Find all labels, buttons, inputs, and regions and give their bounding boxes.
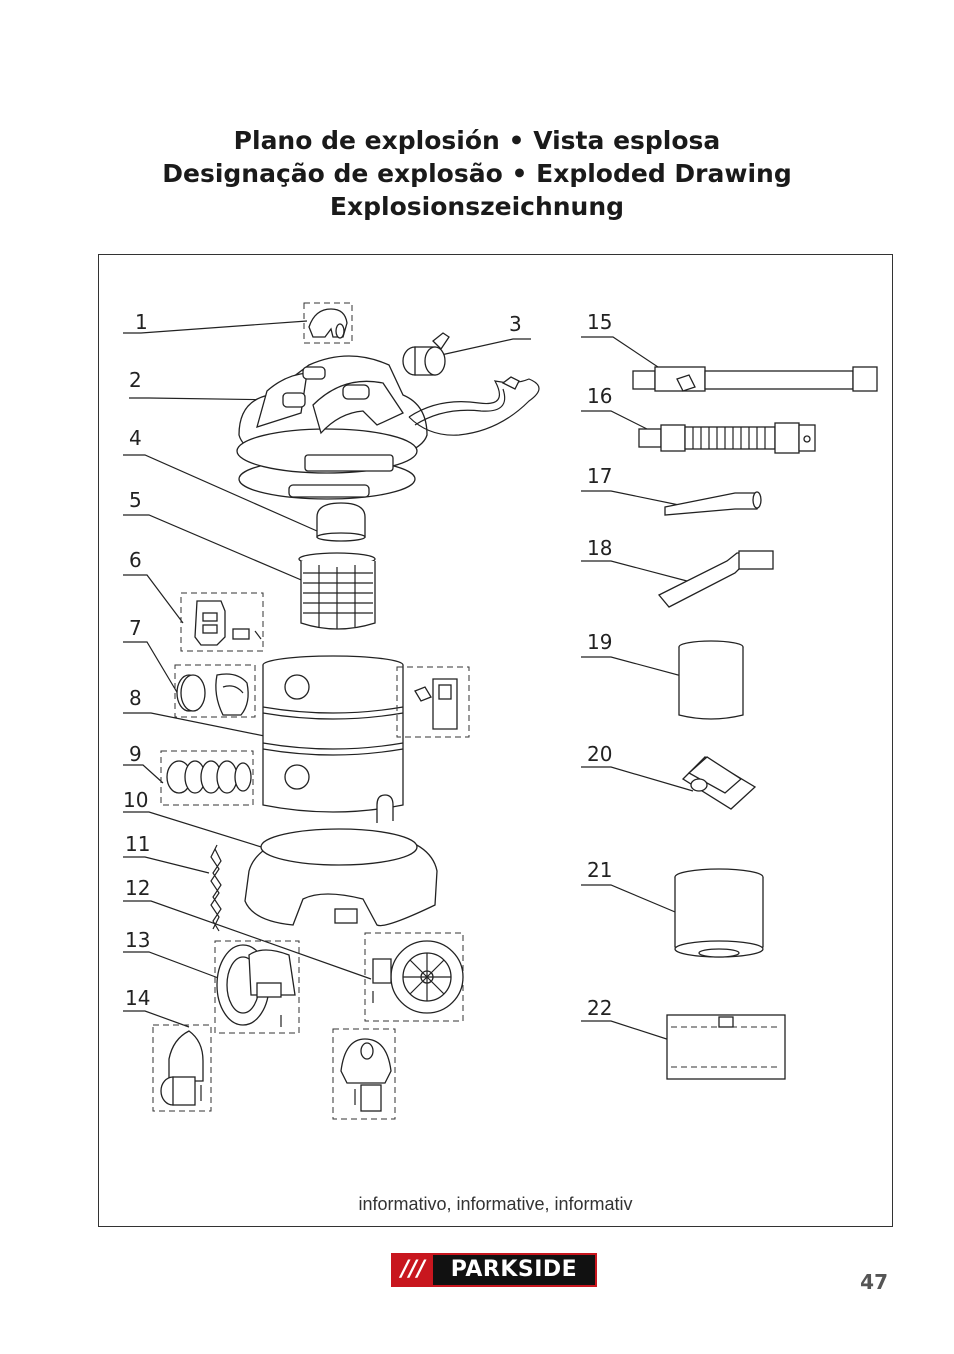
part-9-coupling xyxy=(160,750,254,806)
part-number-18: 18 xyxy=(587,536,612,560)
leader-19 xyxy=(581,656,694,680)
part-number-17: 17 xyxy=(587,464,612,488)
logo-slashes: /// xyxy=(393,1255,433,1285)
title-line-2: Designação de explosão • Exploded Drawin… xyxy=(162,159,792,188)
leader-2 xyxy=(129,397,284,401)
part-number-10: 10 xyxy=(123,788,148,812)
leader-6 xyxy=(123,574,184,624)
part-22-dust-bag xyxy=(666,1014,786,1080)
part-14-front-caster xyxy=(152,1024,212,1112)
caption: informativo, informative, informativ xyxy=(358,1194,633,1214)
part-number-13: 13 xyxy=(125,928,150,952)
part-19-filter-cylinder xyxy=(678,640,744,720)
part-3-inlet-and-cable xyxy=(402,332,540,436)
leader-13 xyxy=(123,951,222,980)
part-6-switch-assembly xyxy=(180,592,264,652)
leader-9 xyxy=(123,764,164,784)
part-11-chain xyxy=(210,844,222,932)
part-10-base xyxy=(244,794,438,927)
leader-22 xyxy=(581,1020,680,1044)
part-number-11: 11 xyxy=(125,832,150,856)
part-number-6: 6 xyxy=(129,548,142,572)
part-number-labels: 1 2 3 4 5 6 7 8 9 10 11 12 13 14 15 16 1… xyxy=(123,310,612,1020)
part-number-9: 9 xyxy=(129,742,142,766)
part-number-8: 8 xyxy=(129,686,142,710)
leader-20 xyxy=(581,766,694,792)
part-number-12: 12 xyxy=(125,876,150,900)
part-7-blower-outlet xyxy=(174,664,256,718)
part-number-21: 21 xyxy=(587,858,612,882)
part-21-cartridge-filter xyxy=(674,868,764,958)
part-number-5: 5 xyxy=(129,488,142,512)
rear-caster xyxy=(332,1028,396,1120)
part-4-filter-cap xyxy=(316,502,366,542)
part-number-20: 20 xyxy=(587,742,612,766)
part-number-14: 14 xyxy=(125,986,150,1010)
part-20-floor-nozzle xyxy=(681,756,757,810)
part-13-left-wheel xyxy=(214,940,300,1034)
logo-text: PARKSIDE xyxy=(450,1257,578,1282)
part-1-handle-clip xyxy=(303,302,353,344)
part-number-3: 3 xyxy=(509,312,522,336)
part-12-right-wheel xyxy=(364,932,464,1022)
part-5-filter-cage xyxy=(298,552,376,630)
leader-17 xyxy=(581,490,680,506)
leader-12 xyxy=(123,900,372,980)
part-18-bend-tube xyxy=(657,550,774,608)
part-number-15: 15 xyxy=(587,310,612,334)
parkside-logo: /// PARKSIDE xyxy=(391,1253,597,1287)
leader-16 xyxy=(581,410,660,436)
part-17-crevice-nozzle xyxy=(664,491,762,516)
part-15-extension-tube xyxy=(632,366,878,392)
part-16-hose xyxy=(638,422,816,454)
leader-lines xyxy=(123,320,694,1044)
leader-18 xyxy=(581,560,688,582)
part-number-1: 1 xyxy=(135,310,148,334)
leader-8 xyxy=(123,712,290,742)
leader-21 xyxy=(581,884,688,918)
leader-3 xyxy=(440,338,531,356)
exploded-drawing-frame: 1 2 3 4 5 6 7 8 9 10 11 12 13 14 15 16 1… xyxy=(98,254,893,1227)
title-line-1: Plano de explosión • Vista esplosa xyxy=(233,126,721,155)
part-8-drum xyxy=(262,655,470,813)
part-number-19: 19 xyxy=(587,630,612,654)
leader-11 xyxy=(123,856,210,874)
part-number-4: 4 xyxy=(129,426,142,450)
part-number-7: 7 xyxy=(129,616,142,640)
title-line-3: Explosionszeichnung xyxy=(329,192,625,221)
leader-14 xyxy=(123,1010,190,1028)
exploded-drawing: 1 2 3 4 5 6 7 8 9 10 11 12 13 14 15 16 1… xyxy=(123,302,878,1120)
leader-7 xyxy=(123,641,182,700)
leader-5 xyxy=(123,514,314,586)
part-2-motor-head xyxy=(236,355,428,500)
page-title: Plano de explosión • Vista esplosa Desig… xyxy=(0,124,954,223)
leader-1 xyxy=(123,320,308,334)
leader-4 xyxy=(123,454,318,532)
leader-10 xyxy=(123,811,288,856)
page-number: 47 xyxy=(860,1270,888,1294)
part-number-2: 2 xyxy=(129,368,142,392)
part-number-22: 22 xyxy=(587,996,612,1020)
part-number-16: 16 xyxy=(587,384,612,408)
